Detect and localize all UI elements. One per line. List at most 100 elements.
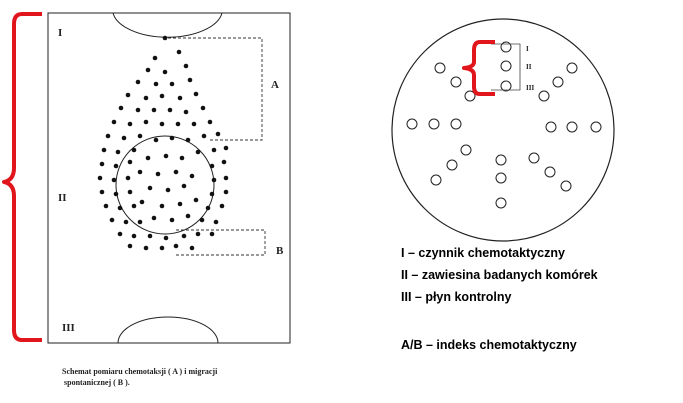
cell-dot: [117, 205, 123, 211]
cell-dot: [143, 119, 149, 125]
cell-dot: [163, 235, 169, 241]
cell-dot: [99, 189, 105, 195]
cell-dot: [145, 67, 151, 73]
legend-line-i: I – czynnik chemotaktyczny: [401, 246, 565, 260]
cell-dot: [185, 213, 191, 219]
cell-dot: [189, 245, 195, 251]
cell-dot: [143, 95, 149, 101]
cell-dot: [103, 203, 109, 209]
plate-outline: [391, 18, 615, 242]
cell-dot: [199, 217, 205, 223]
zone-label-iii: III: [62, 322, 75, 334]
cell-dot: [162, 69, 168, 75]
cell-dot: [127, 189, 133, 195]
well: [566, 121, 578, 133]
well: [500, 80, 512, 92]
cell-dot: [121, 135, 127, 141]
cell-dot: [151, 215, 157, 221]
cell-dot: [177, 201, 183, 207]
well: [544, 166, 556, 178]
cell-dot: [209, 231, 215, 237]
well: [560, 180, 572, 192]
cell-dot: [125, 175, 131, 181]
cell-dot: [159, 121, 165, 127]
cell-dot: [193, 91, 199, 97]
cell-dot: [200, 105, 206, 111]
cell-dot: [175, 121, 181, 127]
cell-dot: [205, 205, 211, 211]
well: [430, 174, 442, 186]
cell-dot: [131, 147, 137, 153]
cell-dot: [211, 177, 217, 183]
well: [460, 144, 472, 156]
well-group-box: [491, 43, 521, 91]
measure-label-b: B: [276, 245, 284, 257]
cell-dot: [183, 63, 189, 69]
cell-dot: [167, 107, 173, 113]
cell-dot: [159, 203, 165, 209]
cell-dot: [153, 81, 159, 87]
cell-dot: [185, 137, 191, 143]
cell-dot: [125, 92, 131, 98]
cell-dot: [191, 121, 197, 127]
cell-dot: [187, 77, 193, 83]
cell-dot: [211, 147, 217, 153]
cell-dot: [145, 155, 151, 161]
cell-dot: [195, 149, 201, 155]
well-label-i: I: [526, 45, 529, 53]
well: [552, 76, 564, 88]
cell-dot: [223, 175, 229, 181]
chamber-outline: [47, 12, 291, 344]
zone-label-i: I: [58, 27, 62, 39]
cell-dot: [209, 191, 215, 197]
measure-bracket-b: [176, 229, 266, 256]
cell-dot: [193, 197, 199, 203]
cell-dot: [169, 217, 175, 223]
cell-dot: [123, 219, 129, 225]
cell-suspension-circle: [115, 135, 215, 235]
cell-dot: [101, 147, 107, 153]
well: [500, 60, 512, 72]
wells-group: [406, 41, 602, 209]
well: [590, 121, 602, 133]
well: [450, 118, 462, 130]
cell-dot: [109, 217, 115, 223]
measure-label-a: A: [271, 79, 279, 91]
cell-dot: [113, 163, 119, 169]
cell-dot: [177, 95, 183, 101]
cell-dot: [173, 243, 179, 249]
well-label-ii: II: [526, 63, 532, 71]
cell-dot: [153, 137, 159, 143]
well: [446, 159, 458, 171]
cell-dot: [209, 163, 215, 169]
well: [428, 118, 440, 130]
cell-dot: [165, 187, 171, 193]
cell-dot: [115, 149, 121, 155]
cell-dot: [223, 189, 229, 195]
well: [538, 90, 550, 102]
cell-dot: [118, 105, 124, 111]
cell-dot: [99, 161, 105, 167]
cell-dot: [219, 203, 225, 209]
cell-dot: [139, 199, 145, 205]
cell-dot: [201, 133, 207, 139]
well-label-iii: III: [526, 84, 534, 92]
cell-dot: [143, 245, 149, 251]
cell-dot: [131, 203, 137, 209]
cell-dot: [181, 183, 187, 189]
zone-label-ii: II: [58, 192, 67, 204]
cell-dot: [135, 79, 141, 85]
cell-dot: [162, 35, 168, 41]
cell-dot: [111, 177, 117, 183]
cell-dot: [135, 107, 141, 113]
red-brace-right: [462, 40, 495, 96]
well: [528, 152, 540, 164]
cell-dot: [127, 243, 133, 249]
cell-dot: [152, 55, 158, 61]
well: [434, 62, 446, 74]
well: [495, 172, 507, 184]
cell-dot: [111, 119, 117, 125]
well: [464, 90, 476, 102]
well: [545, 121, 557, 133]
